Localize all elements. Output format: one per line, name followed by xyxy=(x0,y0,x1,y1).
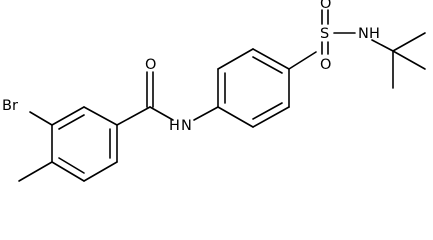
atom-label-sulfonyl-oxygen-bottom: O xyxy=(320,57,331,73)
bond xyxy=(83,106,118,126)
bond-c-br xyxy=(29,111,53,126)
bond-double-inner xyxy=(58,114,85,130)
atom-label-sulfonamide-hydrogen: H xyxy=(369,26,380,42)
bond-ring-carbonyl xyxy=(116,106,151,126)
atom-label-amide-hydrogen: H xyxy=(169,118,180,134)
bond-double-inner xyxy=(58,157,85,174)
atom-label-amide-nitrogen: N xyxy=(181,118,192,134)
atom-label-sulfur: S xyxy=(320,26,329,42)
bond-carbonyl-n xyxy=(149,106,174,121)
right-benzene-ring xyxy=(217,48,290,128)
bond xyxy=(252,48,290,70)
bond-double-inner xyxy=(252,56,283,74)
bond xyxy=(83,161,118,182)
left-benzene-ring xyxy=(51,106,118,182)
bond xyxy=(51,106,85,126)
bond-tbu-methyl-2 xyxy=(392,50,426,70)
bond-double-inner xyxy=(252,102,283,120)
bond-n-ring xyxy=(193,106,219,121)
structure-canvas: Br O N H S O O N H xyxy=(2,0,426,182)
bond xyxy=(217,48,254,70)
atom-label-sulfonyl-oxygen-top: O xyxy=(320,0,331,12)
bond xyxy=(51,161,85,182)
atom-label-bromine: Br xyxy=(2,98,18,114)
bond-ring-s xyxy=(288,51,317,70)
bond-c-methyl xyxy=(18,161,53,182)
atom-label-sulfonamide-nitrogen: N xyxy=(358,26,369,42)
molecule-diagram: Br O N H S O O N H xyxy=(2,0,426,182)
atom-label-carbonyl-oxygen: O xyxy=(145,57,156,73)
bond xyxy=(217,106,254,128)
bond xyxy=(252,106,290,128)
bond-tbu-methyl-1 xyxy=(392,32,426,52)
bond-n-tbu xyxy=(371,39,394,52)
